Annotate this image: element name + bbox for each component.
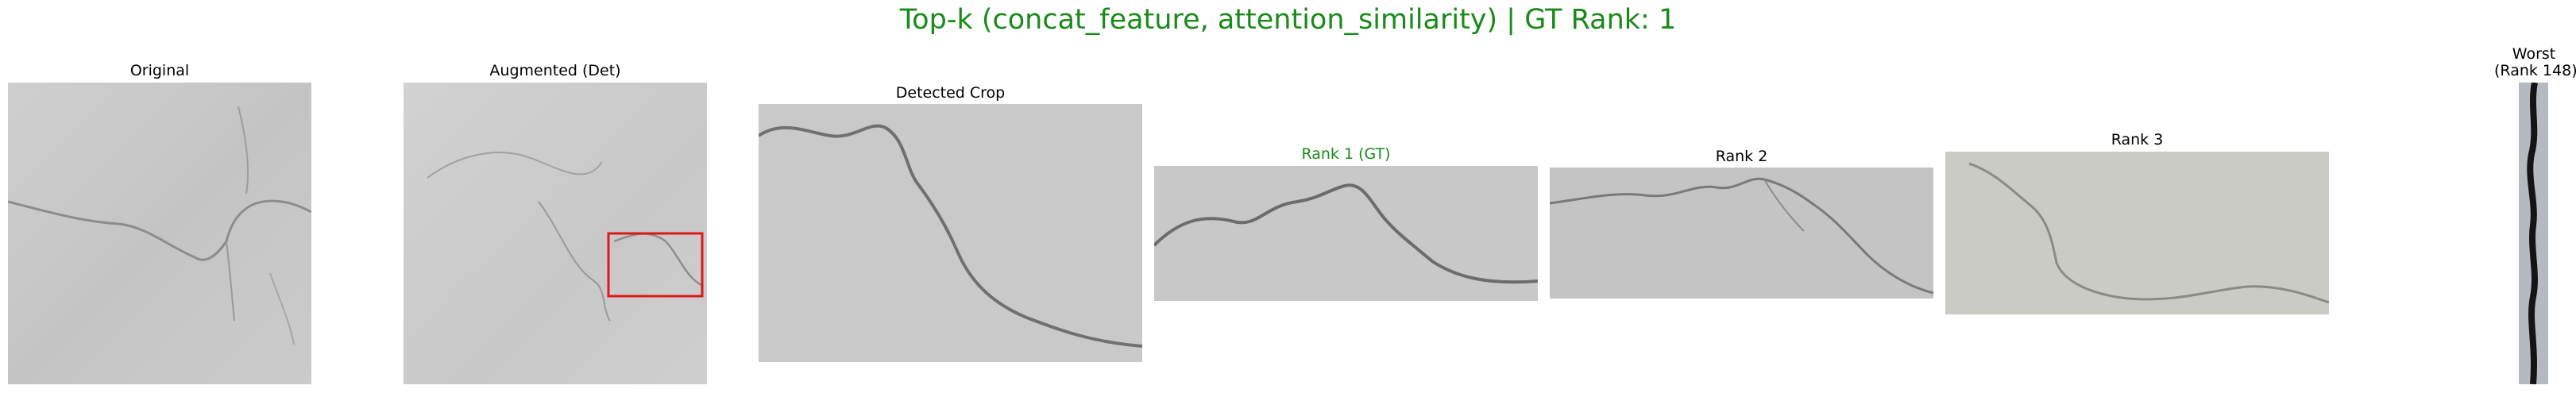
rank2-caption: Rank 2 <box>1715 148 1768 165</box>
worst-caption: Worst (Rank 148) <box>2494 45 2576 79</box>
rank1-caption: Rank 1 (GT) <box>1301 145 1391 163</box>
worst-image <box>2519 83 2548 384</box>
detected-caption: Detected Crop <box>895 84 1006 102</box>
rank1-image <box>1154 166 1538 301</box>
augmented-image <box>404 83 707 384</box>
detected-crop-image <box>759 104 1142 362</box>
worst-caption-line2: (Rank 148) <box>2494 62 2576 79</box>
rank2-image <box>1550 168 1933 299</box>
augmented-caption: Augmented (Det) <box>489 62 621 79</box>
rank3-caption: Rank 3 <box>2111 131 2164 148</box>
detection-box <box>607 232 704 298</box>
original-caption: Original <box>129 62 190 79</box>
worst-caption-line1: Worst <box>2512 45 2556 63</box>
rank3-image <box>1945 152 2329 314</box>
original-image <box>8 83 311 384</box>
figure-title: Top-k (concat_feature, attention_similar… <box>899 4 1677 36</box>
